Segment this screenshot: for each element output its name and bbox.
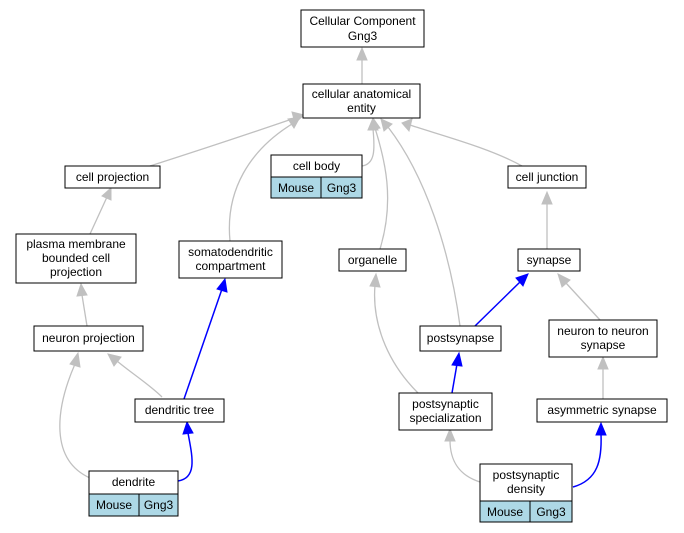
annotation-gene: Gng3 [144,498,174,512]
edge-psd-to-ps-spec [449,439,481,483]
node-asymmetric-synapse[interactable]: asymmetric synapse [536,398,668,423]
annotation-species: Mouse [278,181,314,195]
edge-organelle-to-cae-arrowhead [369,116,381,131]
node-label: compartment [195,259,266,273]
node-cell-junction[interactable]: cell junction [507,165,587,189]
edge-pmbcp-to-cell-projection [89,196,108,235]
node-somatodendritic-compartment[interactable]: somatodendritic compartment [178,240,283,279]
edge-psd-to-ps-spec-arrowhead [444,427,456,442]
edge-somatodendritic-to-cae-arrowhead [287,116,301,129]
edge-postsynapse-to-cae-arrowhead [380,118,393,132]
edges [59,46,609,488]
edge-postsynapse-to-cae [387,126,461,327]
annotation-row: Mouse Gng3 [270,176,363,199]
node-label: neuron projection [42,331,135,345]
edge-neuron-projection-to-pmbcp [81,294,88,327]
node-label: asymmetric synapse [547,403,657,417]
edge-cell-junction-to-cae-arrowhead [401,118,413,133]
node-label: cell projection [76,170,149,184]
edge-synapse-to-cell-junction-arrowhead [541,190,553,205]
node-dendrite[interactable]: dendrite Mouse Gng3 [88,470,179,517]
node-label: synapse [581,338,626,352]
node-label: neuron to neuron [557,324,648,338]
node-cellular-component-gng3[interactable]: Cellular Component Gng3 [300,9,425,48]
edge-dendrite-to-dendritic-tree-arrowhead [182,420,194,435]
edge-ps-spec-to-organelle-arrowhead [369,272,381,288]
edge-neuron-projection-to-pmbcp-arrowhead [76,282,88,297]
edge-ps-spec-to-postsynapse-arrowhead [451,351,463,367]
annotation-gene: Gng3 [327,181,357,195]
edge-cell-projection-to-cae [149,117,296,167]
node-label: organelle [348,253,398,267]
edge-postsynapse-to-synapse [474,281,521,327]
edge-dendrite-to-neuron-projection-arrowhead [69,351,81,368]
edge-dendrite-to-dendritic-tree [177,432,193,482]
edge-dendritic-tree-to-neuron-projection-arrowhead [107,353,122,367]
edge-n2n-synapse-to-synapse [565,282,601,321]
edge-postsynapse-to-synapse-arrowhead [515,273,529,287]
node-label: cell body [293,159,340,173]
edge-dendritic-tree-to-neuron-projection [116,360,163,398]
node-neuron-projection[interactable]: neuron projection [33,325,144,352]
node-postsynapse[interactable]: postsynapse [419,325,502,352]
node-synapse[interactable]: synapse [517,248,581,272]
node-label: entity [347,101,376,115]
annotation-row: Mouse Gng3 [88,493,179,517]
edge-dendrite-to-neuron-projection [59,363,91,479]
annotation-species: Mouse [487,505,523,519]
edge-organelle-to-cae [374,127,389,250]
node-dendritic-tree[interactable]: dendritic tree [134,398,225,423]
node-cell-body[interactable]: cell body Mouse Gng3 [270,154,363,199]
edge-dendritic-tree-to-somatodendritic-arrowhead [216,277,228,293]
node-label: postsynaptic [493,468,560,482]
annotation-species: Mouse [96,498,132,512]
node-label: cellular anatomical [312,87,411,101]
node-cell-projection[interactable]: cell projection [64,165,161,189]
node-label: projection [50,265,102,279]
node-label: somatodendritic [188,245,273,259]
node-neuron-to-neuron-synapse[interactable]: neuron to neuron synapse [548,319,658,358]
node-label: Cellular Component [309,14,416,28]
node-organelle[interactable]: organelle [338,248,407,272]
node-label: Gng3 [348,29,378,43]
edge-cell-junction-to-cae [409,124,523,167]
edge-ps-spec-to-postsynapse [451,363,458,394]
node-label: bounded cell [42,251,110,265]
node-label: dendrite [112,475,156,489]
node-label: synapse [527,253,572,267]
edge-asym-synapse-to-n2n-synapse-arrowhead [597,355,609,370]
edge-dendritic-tree-to-somatodendritic [183,288,223,400]
node-label: postsynaptic [412,397,479,411]
node-label: dendritic tree [145,403,215,417]
annotation-gene: Gng3 [536,505,566,519]
edge-n2n-synapse-to-synapse-arrowhead [557,273,571,288]
node-postsynaptic-density[interactable]: postsynaptic density Mouse Gng3 [479,463,573,523]
node-label: specialization [409,411,481,425]
node-plasma-membrane-bounded-cell-projection[interactable]: plasma membrane bounded cell projection [15,233,137,284]
node-cellular-anatomical-entity[interactable]: cellular anatomical entity [302,83,421,119]
edge-somatodendritic-to-cae [228,123,293,242]
edge-pmbcp-to-cell-projection-arrowhead [101,186,112,201]
node-label: postsynapse [427,331,495,345]
edge-psd-to-asym-synapse [572,433,602,488]
node-label: plasma membrane [26,237,126,251]
node-postsynaptic-specialization[interactable]: postsynaptic specialization [398,392,493,431]
edge-cae-to-root-arrowhead [356,46,368,61]
node-label: cell junction [516,170,579,184]
edge-ps-spec-to-organelle [373,284,419,394]
node-label: density [507,482,545,496]
edge-psd-to-asym-synapse-arrowhead [595,421,607,436]
annotation-row: Mouse Gng3 [479,500,573,523]
edge-cell-body-to-cae [361,128,375,167]
